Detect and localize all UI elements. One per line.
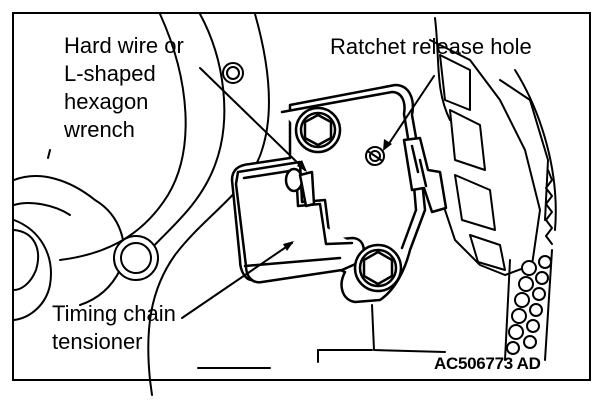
ratchet-release-hole (365, 146, 385, 166)
chain-guide (429, 39, 557, 276)
label-tensioner: Timing chain tensioner (52, 300, 176, 356)
leader-lines (181, 67, 435, 319)
figure-frame (12, 12, 591, 381)
figure-code: AC506773 AD (434, 354, 541, 373)
tensioner-plunger (402, 136, 448, 214)
label-tensioner-line-2: tensioner (52, 329, 143, 354)
timing-chain (504, 169, 553, 361)
engine-casting (13, 13, 451, 381)
label-tensioner-line-1: Timing chain (52, 301, 176, 326)
leader-arrows (283, 139, 392, 251)
upper-bolt (294, 106, 342, 154)
wrench-insertion-hole (284, 167, 316, 208)
label-wrench-line-4: wrench (64, 117, 135, 142)
lower-bolt (353, 243, 403, 293)
stray-mark (47, 149, 51, 159)
label-wrench: Hard wire or L-shaped hexagon wrench (64, 32, 184, 144)
lower-housing-lines (149, 304, 446, 396)
label-ratchet-release-hole: Ratchet release hole (330, 34, 532, 59)
label-wrench-line-3: hexagon (64, 89, 149, 114)
casting-bosses (13, 62, 244, 291)
label-wrench-line-2: L-shaped (64, 61, 156, 86)
label-wrench-line-1: Hard wire or (64, 33, 184, 58)
